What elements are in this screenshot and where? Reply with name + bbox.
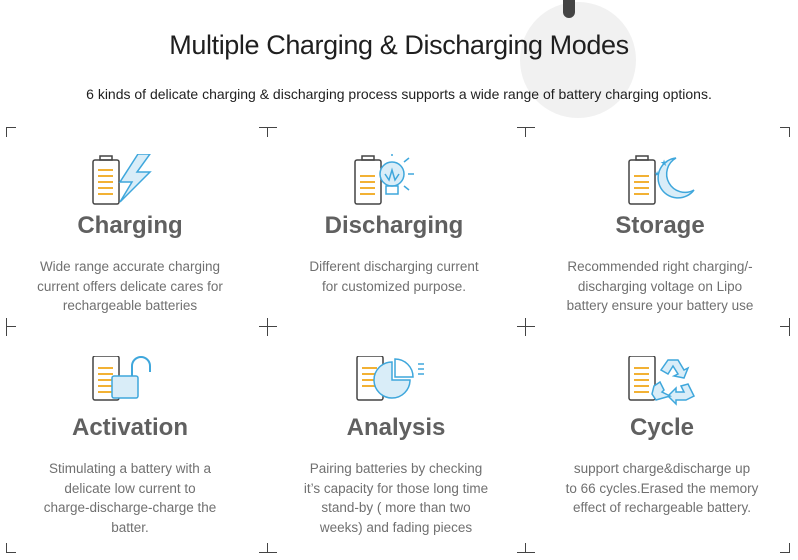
desc-line: for customized purpose. <box>321 278 467 294</box>
mode-title: Analysis <box>346 414 446 441</box>
desc-line: delicate low current to <box>64 480 196 496</box>
desc-line: rechargeable batteries <box>62 298 198 313</box>
desc-line: weeks) and fading pieces <box>319 519 473 535</box>
frame-cross-1 <box>259 318 277 336</box>
desc-line: Pairing batteries by checking <box>309 461 483 476</box>
frame-tee-bottom-2 <box>517 543 535 553</box>
decorative-cable <box>563 0 575 18</box>
battery-recycle-icon <box>628 356 696 406</box>
frame-tee-left <box>6 318 16 336</box>
svg-text:★: ★ <box>654 170 660 178</box>
frame-corner-top-right <box>780 127 790 137</box>
decorative-circle <box>520 2 636 118</box>
mode-description: Recommended right charging/- discharging… <box>530 257 790 316</box>
mode-title: Activation <box>71 414 188 441</box>
frame-tee-top-2 <box>517 127 535 137</box>
frame-tee-right <box>780 318 790 336</box>
desc-line: support charge&discharge up <box>573 461 751 476</box>
battery-lightbulb-icon <box>354 154 414 205</box>
frame-tee-bottom-1 <box>259 543 277 553</box>
svg-text:★: ★ <box>660 159 668 169</box>
desc-line: it’s capacity for those long time <box>303 480 489 496</box>
desc-line: Stimulating a battery with a <box>48 461 212 476</box>
mode-title: Storage <box>615 212 705 239</box>
frame-tee-top-1 <box>259 127 277 137</box>
desc-line: to 66 cycles.Erased the memory <box>565 480 759 496</box>
frame-corner-bottom-left <box>6 543 16 553</box>
battery-unlock-icon <box>92 356 151 401</box>
frame-corner-bottom-right <box>780 543 790 553</box>
desc-line: current offers delicate cares for <box>37 278 223 294</box>
battery-moon-icon: ★ ★ <box>628 155 695 205</box>
mode-description: Different discharging current for custom… <box>264 257 524 296</box>
mode-description: Pairing batteries by checking it’s capac… <box>266 459 526 537</box>
battery-lightning-icon <box>92 154 152 205</box>
mode-description: Wide range accurate charging current off… <box>0 257 260 316</box>
mode-title: Charging <box>77 212 183 239</box>
desc-line: stand-by ( more than two <box>321 500 471 515</box>
battery-pie-chart-icon <box>356 356 424 401</box>
desc-line: charge-discharge-charge the <box>43 500 217 515</box>
desc-line: effect of rechargeable battery. <box>572 500 752 515</box>
desc-line: Different discharging current <box>309 259 479 274</box>
desc-line: batter. <box>111 519 149 535</box>
mode-description: Stimulating a battery with a delicate lo… <box>0 459 260 537</box>
mode-title: Cycle <box>629 414 695 441</box>
frame-corner-top-left <box>6 127 16 137</box>
frame-cross-2 <box>517 318 535 336</box>
desc-line: Wide range accurate charging <box>39 259 221 274</box>
mode-title: Discharging <box>324 212 464 239</box>
desc-line: discharging voltage on Lipo <box>577 278 743 294</box>
desc-line: Recommended right charging/- <box>567 259 753 274</box>
mode-description: support charge&discharge up to 66 cycles… <box>532 459 792 518</box>
page-subtitle: 6 kinds of delicate charging & dischargi… <box>86 86 712 102</box>
desc-line: battery ensure your battery use <box>566 298 754 313</box>
page-title: Multiple Charging & Discharging Modes <box>169 30 629 60</box>
